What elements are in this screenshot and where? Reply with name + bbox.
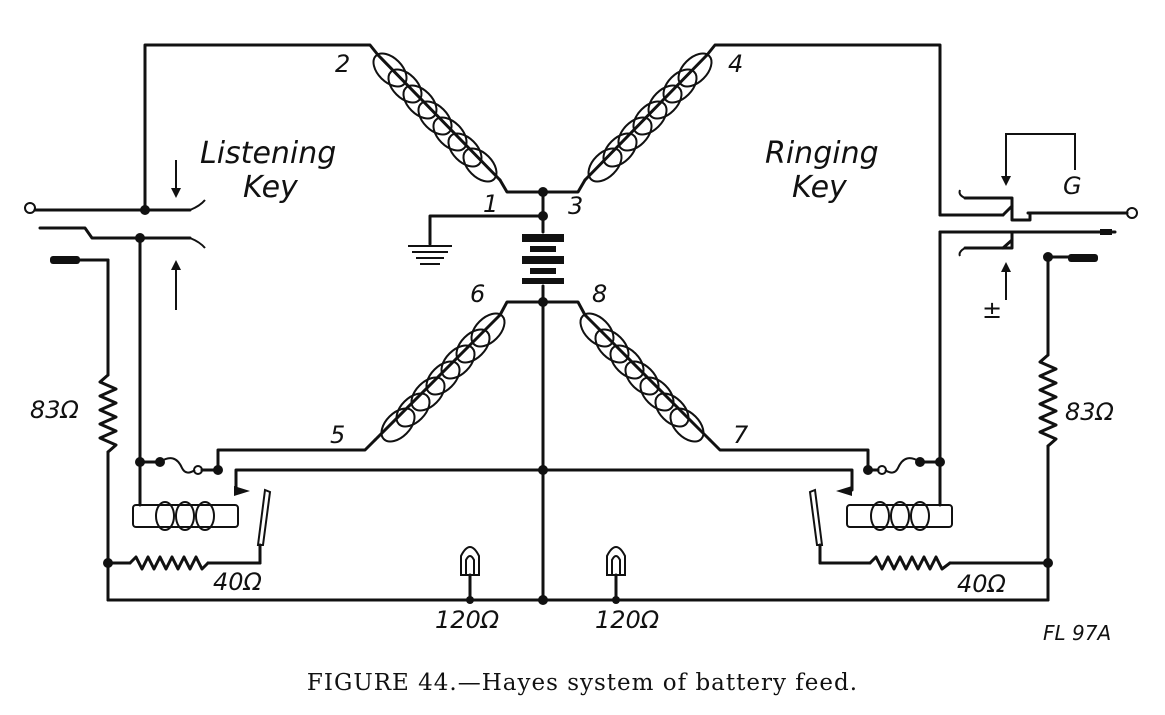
lamp-left-label: 120Ω [435, 606, 500, 634]
coil-6-5 [373, 312, 506, 443]
battery [522, 234, 564, 284]
coil-2-1 [372, 52, 502, 183]
resistor-left-40-label: 40Ω [213, 568, 263, 596]
figure-reference: FL 97A [1043, 621, 1111, 645]
generator-label: G [1063, 172, 1082, 200]
ringing-key-label-line1: Ringing [765, 136, 879, 171]
resistor-left-83 [98, 373, 118, 454]
listening-key-switch [24, 160, 206, 310]
wire-coil7-to-right-relay [708, 438, 870, 472]
left-relay [132, 457, 272, 565]
resistor-right-40 [868, 555, 952, 571]
figure-caption: FIGURE 44.—Hayes system of battery feed. [306, 670, 859, 696]
coil-number-4: 4 [728, 50, 743, 78]
coil-number-7: 7 [733, 421, 749, 449]
coil-number-3: 3 [568, 192, 583, 220]
ringing-key-switch [938, 133, 1138, 464]
wire-top-left [143, 43, 380, 212]
resistor-right-83-label: 83Ω [1065, 398, 1115, 426]
resistor-left-40 [128, 555, 210, 571]
resistor-right-83 [1038, 353, 1058, 448]
ground-symbol [408, 245, 452, 265]
battery-sign-label: ± [982, 296, 1002, 324]
resistor-left-83-label: 83Ω [30, 396, 80, 424]
lamp-left [460, 546, 480, 602]
right-relay [808, 457, 953, 565]
wire-top-right [705, 43, 942, 217]
lamp-right [606, 546, 626, 602]
coil-number-6: 6 [470, 280, 485, 308]
wire-right-bus [541, 468, 854, 492]
listening-key-label-line2: Key [243, 170, 299, 205]
coil-number-2: 2 [335, 50, 350, 78]
coil-number-8: 8 [592, 280, 607, 308]
wire-coil5-to-left-relay [216, 438, 377, 472]
wire-left-bus [234, 468, 545, 492]
listening-key-label-line1: Listening [200, 136, 336, 171]
coil-8-7 [579, 312, 712, 443]
coil-number-1: 1 [483, 190, 498, 218]
resistor-right-40-label: 40Ω [957, 570, 1007, 598]
wire-ground [428, 214, 545, 246]
lamp-right-label: 120Ω [595, 606, 660, 634]
ringing-key-label-line2: Key [792, 170, 848, 205]
coil-4-3 [583, 52, 713, 183]
coil-number-5: 5 [330, 421, 345, 449]
